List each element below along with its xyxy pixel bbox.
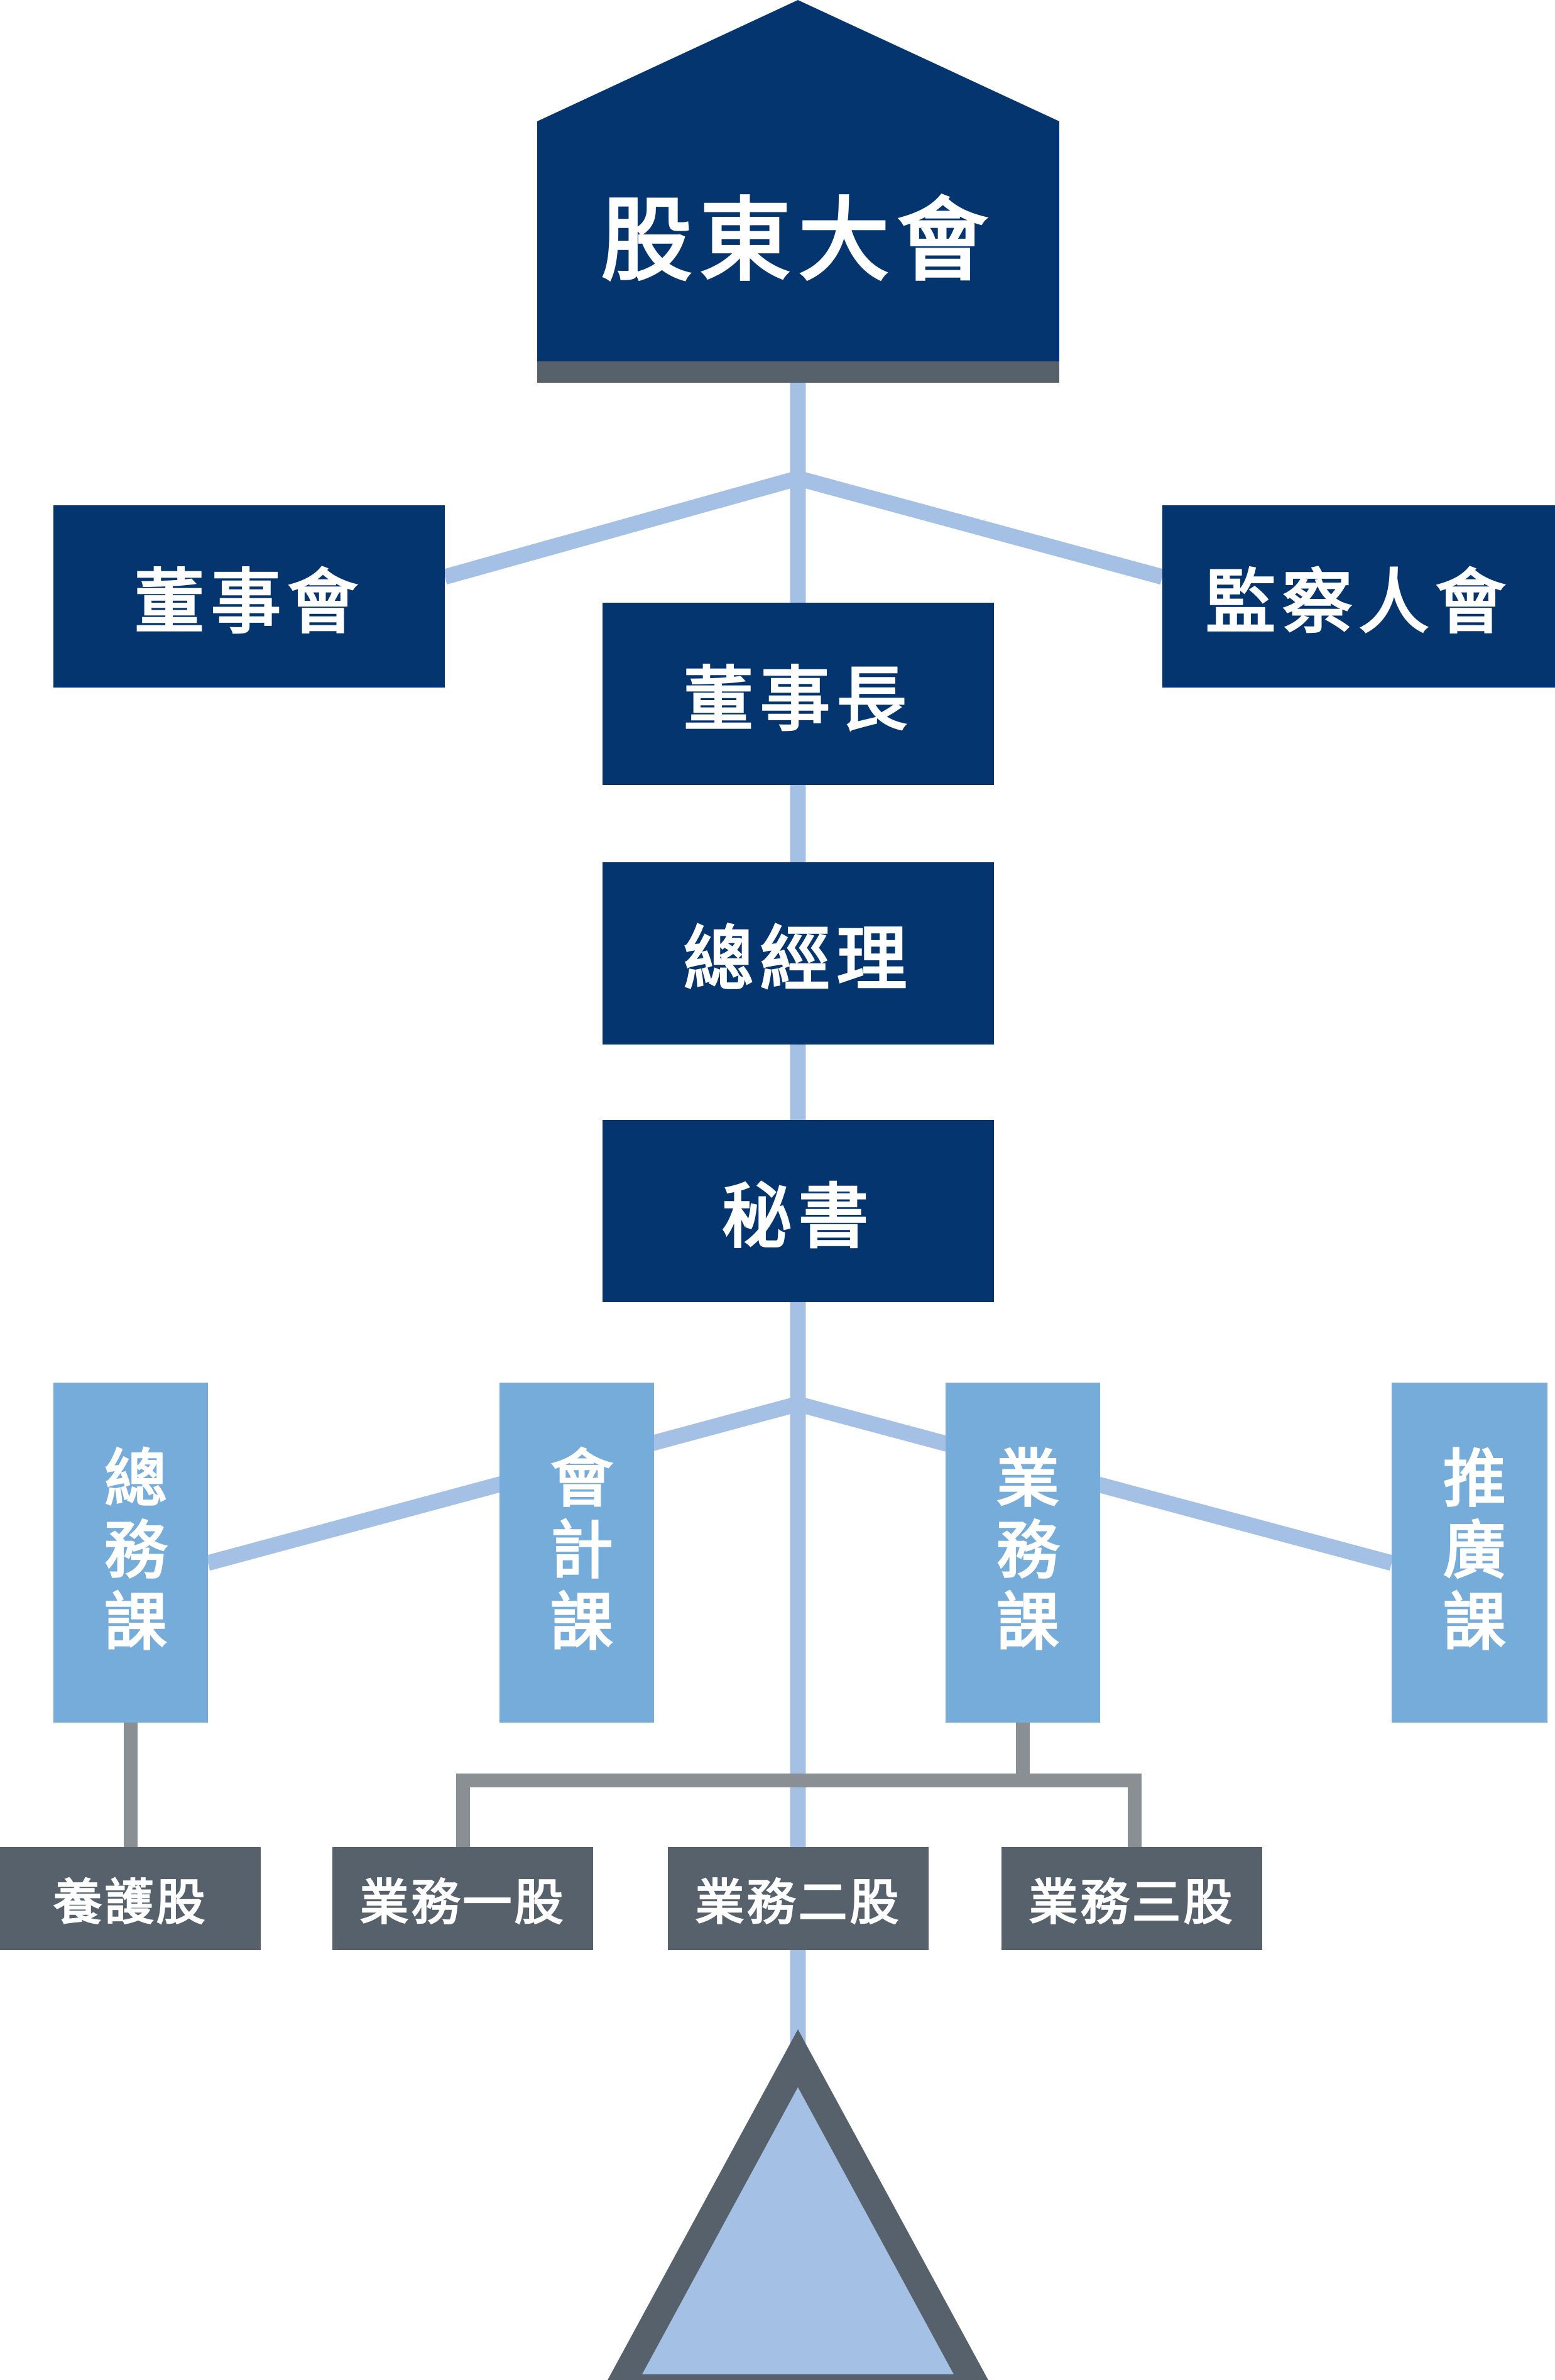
- shareholders-meeting-label: 股東大會: [601, 187, 996, 294]
- base-triangle: [608, 2029, 988, 2380]
- general-affairs-dept-box: 總務課: [53, 1383, 208, 1723]
- board-of-directors-box: 董事會: [53, 505, 445, 688]
- chairman-box: 董事長: [603, 603, 994, 785]
- business-unit-bracket: [456, 1774, 1142, 1851]
- business-unit-3-box: 業務三股: [1001, 1847, 1262, 1950]
- department-branch-line: [205, 1396, 1394, 1571]
- business-dept-box: 業務課: [946, 1383, 1100, 1723]
- supervisors-box: 監察人會: [1162, 505, 1555, 688]
- general-manager-box: 總經理: [603, 862, 994, 1045]
- shareholders-pentagon: [537, 0, 1059, 361]
- business-unit-1-box: 業務一股: [332, 1847, 593, 1950]
- secretary-box: 秘書: [603, 1120, 994, 1302]
- promotion-dept-box: 推廣課: [1392, 1383, 1547, 1723]
- business-unit-2-box: 業務二股: [668, 1847, 929, 1950]
- maintenance-unit-box: 養護股: [0, 1847, 261, 1950]
- top-branch-line: [442, 470, 1165, 585]
- shareholders-base-bar: [537, 361, 1059, 383]
- accounting-dept-box: 會計課: [499, 1383, 654, 1723]
